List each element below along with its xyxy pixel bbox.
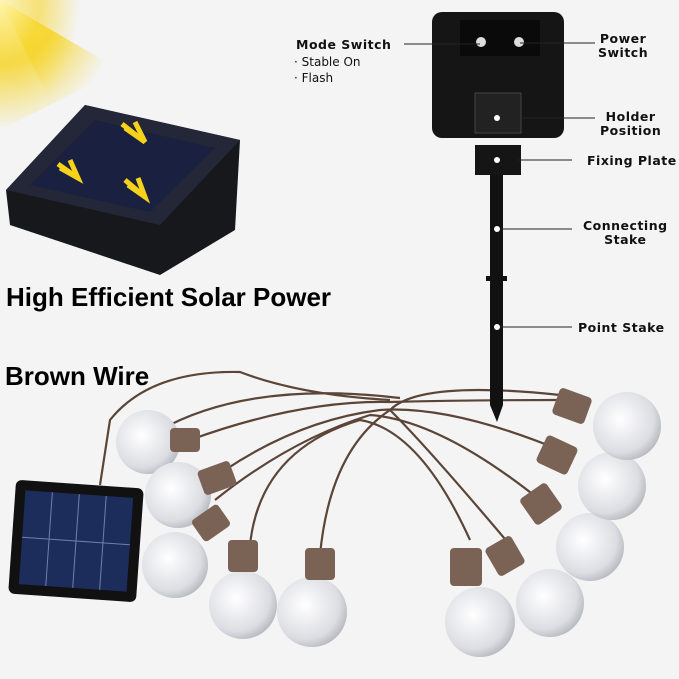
- mode-option-text: Flash: [301, 71, 334, 85]
- mode-switch-label: Mode Switch: [296, 37, 392, 52]
- arrow-icons: [56, 120, 151, 204]
- label-line: Stake: [604, 232, 647, 247]
- bulb: [145, 461, 237, 528]
- mode-option: · Flash: [294, 71, 334, 85]
- solar-panel-large: [6, 105, 240, 275]
- control-box: [432, 12, 564, 138]
- label-line: Position: [600, 123, 662, 138]
- label-line: Connecting: [583, 218, 668, 233]
- mode-option-text: Stable On: [301, 55, 361, 69]
- bulb: [552, 388, 661, 460]
- bulb: [445, 548, 515, 657]
- bulb: [116, 410, 200, 474]
- solar-panel-small: [8, 480, 144, 602]
- mode-option: · Stable On: [294, 55, 361, 69]
- bulb: [277, 548, 347, 647]
- label-line: Holder: [605, 109, 656, 124]
- label-line: Power: [599, 31, 647, 46]
- bulb: [485, 536, 584, 637]
- callout-lines: [404, 42, 595, 328]
- bulb: [209, 540, 277, 639]
- headline: High Efficient Solar Power: [6, 282, 332, 312]
- label-line: Switch: [598, 45, 649, 60]
- bulb: [520, 483, 624, 581]
- fixing-plate-label: Fixing Plate: [587, 153, 677, 168]
- bulb: [536, 435, 646, 520]
- bulbs: [116, 388, 661, 657]
- brown-wires: [98, 370, 561, 556]
- wire-label: Brown Wire: [5, 361, 150, 391]
- stake: [475, 145, 521, 422]
- sun-rays: [0, 0, 120, 130]
- point-stake-label: Point Stake: [578, 320, 665, 335]
- bulb: [142, 504, 230, 598]
